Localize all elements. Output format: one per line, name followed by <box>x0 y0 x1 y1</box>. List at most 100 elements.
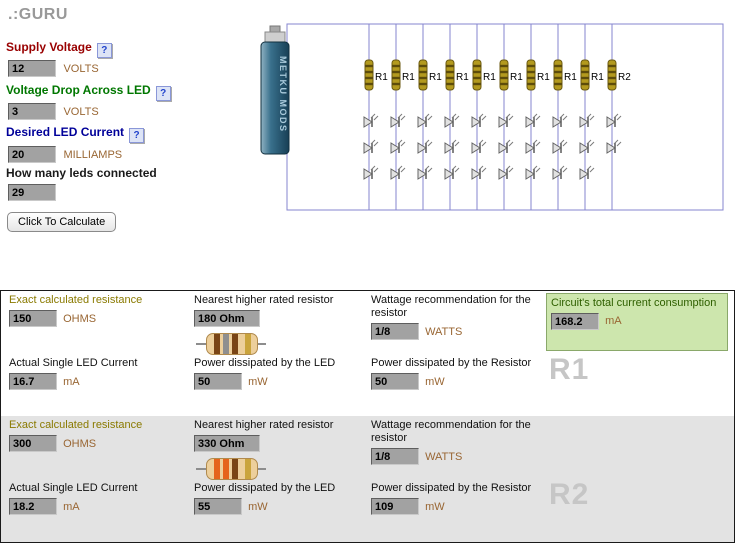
r2-result-section: Exact calculated resistance OHMS Nearest… <box>1 416 734 542</box>
led-current-label-text: Desired LED Current <box>6 125 125 139</box>
resistor-icon <box>580 59 590 91</box>
r1-watermark: R1 <box>549 353 590 386</box>
led-drop-input[interactable] <box>8 103 56 121</box>
help-icon[interactable]: ? <box>96 43 112 58</box>
site-logo: .:GURU <box>8 6 68 23</box>
led-icon <box>417 139 433 154</box>
r2-led-power-label: Power dissipated by the LED <box>194 482 336 494</box>
r2-led-power-unit: mW <box>248 500 268 513</box>
r2-resistor-power-unit: mW <box>425 500 445 513</box>
r2-exact-resistance-unit: OHMS <box>63 437 97 450</box>
resistor-icon <box>607 59 617 91</box>
r2-wattage-value[interactable] <box>371 448 419 465</box>
led-icon <box>390 139 406 154</box>
r1-resistor-power-unit: mW <box>425 375 445 388</box>
led-string: R1 <box>498 24 523 210</box>
led-icon <box>471 113 487 128</box>
resistor-band <box>232 334 238 354</box>
r1-exact-resistance-label: Exact calculated resistance <box>9 294 143 306</box>
led-current-unit: MILLIAMPS <box>63 148 123 161</box>
resistor-label: R1 <box>429 72 442 83</box>
led-count-input[interactable] <box>8 184 56 202</box>
r1-resistor-power-value[interactable] <box>371 373 419 390</box>
resistor-icon <box>445 59 455 91</box>
r1-wattage-value[interactable] <box>371 323 419 340</box>
battery: METKU MODS <box>260 25 290 155</box>
led-icon <box>444 139 460 154</box>
r1-nearest-resistor-value[interactable] <box>194 310 260 327</box>
r2-led-power-cell: Power dissipated by the LED mW <box>194 482 366 515</box>
r1-nearest-resistor-cell: Nearest higher rated resistor <box>194 294 366 356</box>
supply-voltage-label: Supply Voltage? <box>6 40 112 58</box>
r1-result-section: Exact calculated resistance OHMS Nearest… <box>1 291 734 416</box>
led-string: R1 <box>471 24 496 210</box>
led-icon <box>552 165 568 180</box>
resistor-icon <box>526 59 536 91</box>
total-current-unit: mA <box>605 315 622 327</box>
led-icon <box>417 165 433 180</box>
resistor-label: R2 <box>618 72 631 83</box>
r1-single-current-value[interactable] <box>9 373 57 390</box>
r2-exact-resistance-label: Exact calculated resistance <box>9 419 143 431</box>
led-drop-label-text: Voltage Drop Across LED <box>6 83 151 97</box>
led-string: R1 <box>552 24 577 210</box>
r1-single-current-unit: mA <box>63 375 80 388</box>
resistor-label: R1 <box>456 72 469 83</box>
resistor-label: R1 <box>564 72 577 83</box>
r1-resistor-power-cell: Power dissipated by the Resistor mW <box>371 357 539 390</box>
led-icon <box>390 113 406 128</box>
r2-single-current-value[interactable] <box>9 498 57 515</box>
r2-nearest-resistor-value[interactable] <box>194 435 260 452</box>
r2-exact-resistance-value[interactable] <box>9 435 57 452</box>
total-current-box: Circuit's total current consumption mA <box>546 293 728 351</box>
r1-exact-resistance-unit: OHMS <box>63 312 97 325</box>
resistor-label: R1 <box>402 72 415 83</box>
led-icon <box>579 139 595 154</box>
r2-wattage-unit: WATTS <box>425 450 463 463</box>
led-icon <box>471 139 487 154</box>
total-current-value[interactable] <box>551 313 599 330</box>
led-string: R1 <box>525 24 550 210</box>
led-string: R1 <box>390 24 415 210</box>
resistor-band <box>223 334 229 354</box>
r2-nearest-resistor-cell: Nearest higher rated resistor <box>194 419 366 481</box>
led-icon <box>363 165 379 180</box>
help-icon[interactable]: ? <box>155 86 171 101</box>
led-icon <box>552 139 568 154</box>
led-icon <box>471 165 487 180</box>
supply-voltage-label-text: Supply Voltage <box>6 40 92 54</box>
led-drop-unit: VOLTS <box>63 105 99 118</box>
help-icon[interactable]: ? <box>129 128 145 143</box>
calculate-button[interactable]: Click To Calculate <box>7 212 117 232</box>
supply-voltage-input[interactable] <box>8 60 56 78</box>
battery-brand-text: METKU MODS <box>278 56 288 133</box>
r1-led-power-value[interactable] <box>194 373 242 390</box>
resistor-band <box>223 459 229 479</box>
r2-resistor-power-label: Power dissipated by the Resistor <box>371 482 532 494</box>
r1-led-power-label: Power dissipated by the LED <box>194 357 336 369</box>
resistor-body <box>206 333 258 355</box>
led-icon <box>444 113 460 128</box>
led-current-input[interactable] <box>8 146 56 164</box>
r2-resistor-power-value[interactable] <box>371 498 419 515</box>
r2-exact-resistance-cell: Exact calculated resistance OHMS <box>9 419 184 452</box>
r1-led-power-cell: Power dissipated by the LED mW <box>194 357 366 390</box>
led-string: R1 <box>579 24 604 210</box>
r1-nearest-resistor-label: Nearest higher rated resistor <box>194 294 334 306</box>
resistor-band <box>214 334 220 354</box>
led-icon <box>498 165 514 180</box>
r2-led-power-value[interactable] <box>194 498 242 515</box>
led-string: R1 <box>363 24 388 210</box>
resistor-label: R1 <box>510 72 523 83</box>
resistor-band <box>245 334 251 354</box>
resistor-icon <box>553 59 563 91</box>
r1-exact-resistance-value[interactable] <box>9 310 57 327</box>
r2-single-current-unit: mA <box>63 500 80 513</box>
resistor-band <box>245 459 251 479</box>
r1-wattage-cell: Wattage recommendation for the resistor … <box>371 294 531 340</box>
led-icon <box>417 113 433 128</box>
battery-cap <box>264 31 286 44</box>
resistor-band <box>214 459 220 479</box>
led-icon <box>579 165 595 180</box>
